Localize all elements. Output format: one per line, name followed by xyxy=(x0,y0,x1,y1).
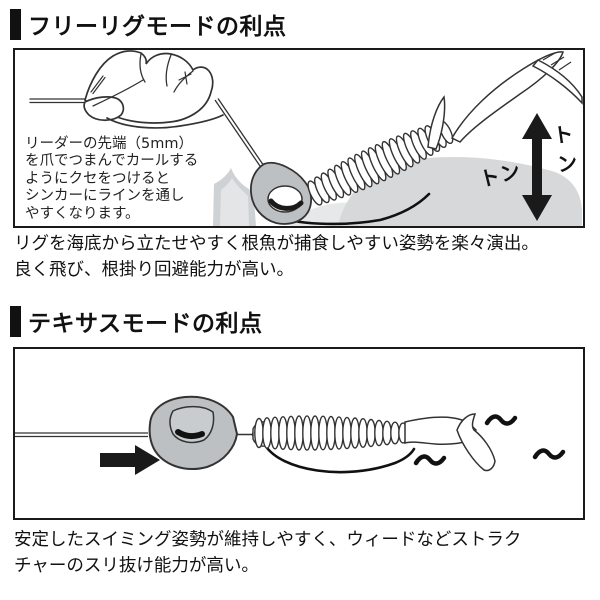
worm-tail-drawing xyxy=(450,51,583,143)
leader-tip-note: リーダーの先端（5mm） を爪でつまんでカールする ようにクセをつけると シンカ… xyxy=(25,136,199,222)
worm-ribs-drawing xyxy=(252,415,408,451)
leader-line xyxy=(214,98,266,170)
worm-tail-drawing xyxy=(404,413,496,472)
sinker-drawing xyxy=(148,395,259,470)
updown-arrow-icon xyxy=(522,113,552,221)
free-rig-heading: フリーリグモードの利点 xyxy=(10,7,287,41)
free-rig-description: リグを海底から立たせやすく根魚が捕食しやすい姿勢を楽々演出。 良く飛び、根掛り回… xyxy=(14,234,539,280)
hook-point-drawing xyxy=(427,95,446,150)
free-rig-drawing xyxy=(29,50,583,226)
forward-arrow-icon xyxy=(100,445,160,475)
main-line xyxy=(15,432,148,438)
heading-bar-icon xyxy=(10,305,21,337)
texas-description: 安定したスイミング姿勢が維持しやすく、ウィードなどストラク チャーのスリ抜け能力… xyxy=(14,530,522,576)
hand-pinch-drawing xyxy=(29,50,224,129)
free-rig-heading-text: フリーリグモードの利点 xyxy=(28,14,287,40)
hook-drawing xyxy=(263,443,416,474)
texas-drawing xyxy=(15,395,566,475)
texas-heading-text: テキサスモードの利点 xyxy=(28,311,263,337)
texas-heading: テキサスモードの利点 xyxy=(10,304,263,338)
free-rig-illustration: リーダーの先端（5mm） を爪でつまんでカールする ようにクセをつけると シンカ… xyxy=(13,48,585,228)
heading-bar-icon xyxy=(10,8,21,40)
texas-illustration xyxy=(13,347,585,520)
water-squiggle-icons xyxy=(413,414,566,466)
sinker-drawing xyxy=(250,161,312,225)
